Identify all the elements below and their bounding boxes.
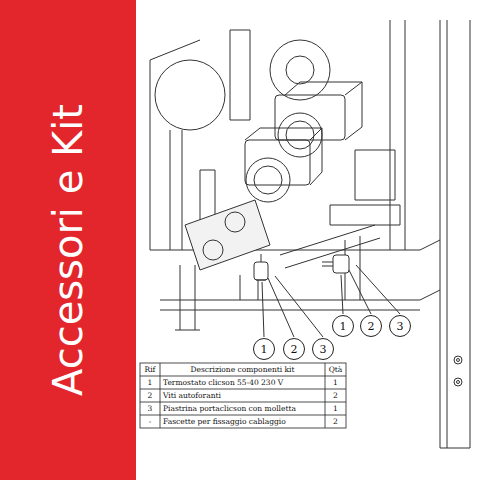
table-cell: 2 <box>333 392 338 400</box>
callout-number: 3 <box>312 338 334 360</box>
tank <box>155 60 225 130</box>
table-cell: Qtà <box>329 366 343 374</box>
pipe <box>175 265 200 330</box>
thermostat-clicson <box>254 262 268 280</box>
pipe <box>280 225 380 268</box>
leader-line <box>262 265 400 337</box>
callout-number: 1 <box>261 344 268 355</box>
table-cell: - <box>149 418 152 426</box>
title-band: Accessori e Kit <box>0 0 136 480</box>
pump-motor <box>275 95 345 140</box>
callout-number: 1 <box>340 321 347 332</box>
callout-number: 2 <box>368 321 375 332</box>
pump-motor <box>285 82 362 140</box>
pipe <box>390 20 405 250</box>
fan <box>270 40 330 100</box>
gauge <box>203 240 223 260</box>
callout-number: 3 <box>320 344 327 355</box>
screw <box>454 356 462 364</box>
callout-number: 2 <box>291 344 298 355</box>
frame <box>150 40 440 250</box>
callout-number: 3 <box>389 315 411 337</box>
table-cell: 1 <box>148 379 153 387</box>
callout-number: 2 <box>360 315 382 337</box>
thermostat-clicson <box>333 255 349 273</box>
callout-number: 1 <box>332 315 354 337</box>
pipe <box>230 30 250 120</box>
band-title: Accessori e Kit <box>45 104 91 396</box>
pump-head <box>254 166 282 194</box>
side-panel <box>440 20 470 448</box>
table-cell: Viti autoforanti <box>163 392 221 400</box>
gauge-panel <box>185 200 270 270</box>
table-cell: Termostato clicson 55-40 230 V <box>163 379 283 387</box>
screw <box>457 359 460 362</box>
callout-number: 3 <box>397 321 404 332</box>
manifold <box>330 150 400 225</box>
table-cell: 2 <box>333 418 338 426</box>
table-cell: 3 <box>148 405 153 413</box>
table-cell: Descrizione componenti kit <box>190 366 294 374</box>
thermostat-clicson <box>256 254 266 280</box>
table-grid <box>140 363 346 428</box>
callout-number: 2 <box>283 338 305 360</box>
table-cell: 1 <box>333 379 338 387</box>
callout-number: 1 <box>253 338 275 360</box>
pump-head <box>246 158 290 202</box>
gauge <box>225 212 245 232</box>
screw <box>457 381 460 384</box>
table-cell: Rif <box>145 366 156 374</box>
table-cell: 1 <box>333 405 338 413</box>
fan <box>286 56 314 84</box>
table-cell: Piastrina portaclicson con molletta <box>163 405 296 413</box>
pump-motor <box>245 128 322 185</box>
pipe <box>170 130 182 250</box>
table-cell: Fascette per fissaggio cablaggio <box>163 418 286 426</box>
thermostat-clicson <box>322 262 333 266</box>
table-cell: 2 <box>148 392 153 400</box>
screw <box>454 378 462 386</box>
